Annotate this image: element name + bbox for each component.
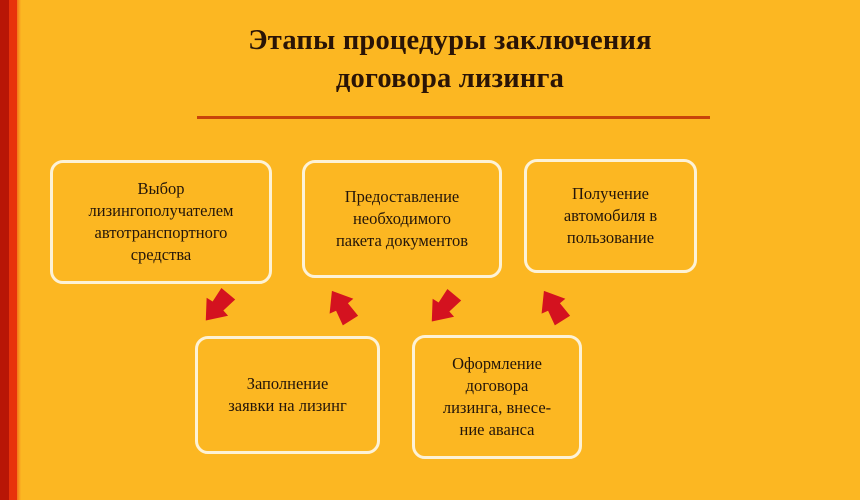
arrow-down-left-icon-1 bbox=[196, 284, 240, 328]
slide-title: Этапы процедуры заключения договора лизи… bbox=[150, 22, 750, 98]
arrow-down-left-icon-3 bbox=[422, 285, 466, 329]
step-box-1[interactable]: Выбор лизингополучателем автотранспортно… bbox=[50, 160, 272, 284]
slide-title-line-2: договора лизинга bbox=[335, 63, 565, 94]
left-edge-strip bbox=[0, 0, 21, 500]
step-box-4-label: Заполнение заявки на лизинг bbox=[228, 374, 347, 415]
step-box-1-label: Выбор лизингополучателем автотранспортно… bbox=[88, 179, 234, 264]
step-box-3[interactable]: Получение автомобиля в пользование bbox=[524, 159, 697, 273]
step-box-4[interactable]: Заполнение заявки на лизинг bbox=[195, 336, 380, 454]
slide-title-line-1: Этапы процедуры заключения bbox=[248, 25, 652, 56]
step-box-5-label: Оформление договора лизинга, внесе- ние … bbox=[442, 354, 552, 439]
step-box-3-label: Получение автомобиля в пользование bbox=[563, 184, 658, 247]
step-box-5[interactable]: Оформление договора лизинга, внесе- ние … bbox=[412, 335, 582, 459]
step-box-2[interactable]: Предоставление необходимого пакета докум… bbox=[302, 160, 502, 278]
title-underline-rule bbox=[197, 116, 710, 119]
arrow-up-left-icon-4 bbox=[532, 285, 576, 329]
edge-strip-bright-band bbox=[9, 0, 17, 500]
step-box-2-label: Предоставление необходимого пакета докум… bbox=[335, 187, 469, 250]
edge-strip-dark-band bbox=[0, 0, 9, 500]
edge-strip-fade-band bbox=[17, 0, 21, 500]
arrow-up-left-icon-2 bbox=[320, 285, 364, 329]
